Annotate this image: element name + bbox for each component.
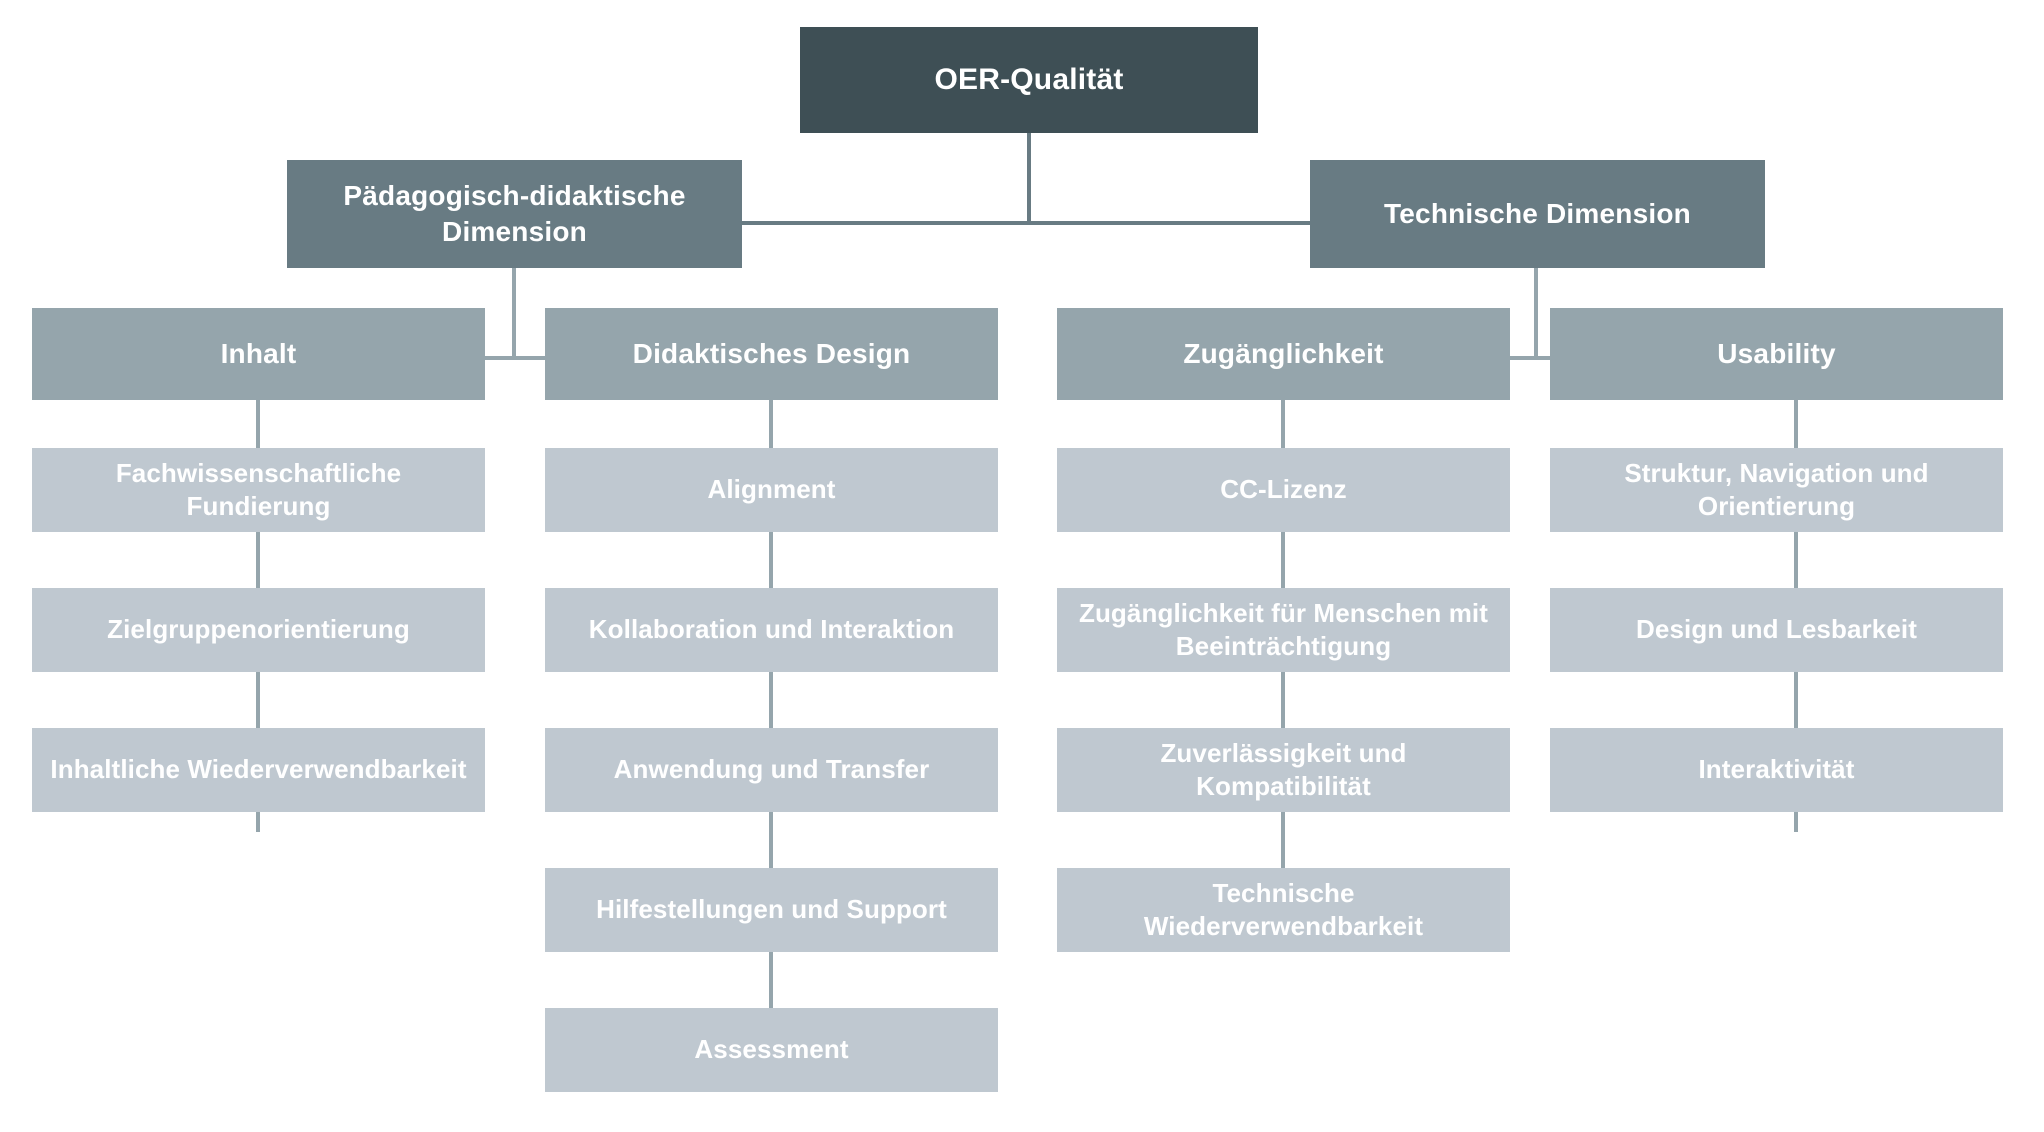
node-criterion-zugaenglichkeit-2[interactable]: Zugänglichkeit für Menschen mit Beeinträ… xyxy=(1057,588,1510,672)
node-criterion-inhalt-3[interactable]: Inhaltliche Wiederverwendbarkeit xyxy=(32,728,485,812)
connector-root-vertical xyxy=(1027,133,1031,223)
node-category-inhalt[interactable]: Inhalt xyxy=(32,308,485,400)
node-criterion-didaktisches-design-2[interactable]: Kollaboration und Interaktion xyxy=(545,588,998,672)
connector-dim1-bus xyxy=(485,356,545,360)
node-criterion-zugaenglichkeit-3[interactable]: Zuverlässigkeit und Kompatibilität xyxy=(1057,728,1510,812)
node-category-usability[interactable]: Usability xyxy=(1550,308,2003,400)
node-criterion-didaktisches-design-3[interactable]: Anwendung und Transfer xyxy=(545,728,998,812)
node-criterion-usability-3[interactable]: Interaktivität xyxy=(1550,728,2003,812)
node-criterion-inhalt-1[interactable]: Fachwissenschaftliche Fundierung xyxy=(32,448,485,532)
node-criterion-didaktisches-design-1[interactable]: Alignment xyxy=(545,448,998,532)
node-criterion-didaktisches-design-4[interactable]: Hilfestellungen und Support xyxy=(545,868,998,952)
node-criterion-inhalt-2[interactable]: Zielgruppenorientierung xyxy=(32,588,485,672)
node-category-zugaenglichkeit[interactable]: Zugänglichkeit xyxy=(1057,308,1510,400)
connector-dim1-vertical xyxy=(512,268,516,360)
node-dimension-technisch[interactable]: Technische Dimension xyxy=(1310,160,1765,268)
connector-dim2-bus xyxy=(1510,356,1552,360)
node-criterion-usability-2[interactable]: Design und Lesbarkeit xyxy=(1550,588,2003,672)
connector-dim2-vertical xyxy=(1534,268,1538,360)
connector-dimension-bus xyxy=(742,221,1312,225)
node-root-oer-qualitaet[interactable]: OER-Qualität xyxy=(800,27,1258,133)
node-criterion-didaktisches-design-5[interactable]: Assessment xyxy=(545,1008,998,1092)
node-category-didaktisches-design[interactable]: Didaktisches Design xyxy=(545,308,998,400)
node-dimension-paedagogisch-didaktisch[interactable]: Pädagogisch-didaktische Dimension xyxy=(287,160,742,268)
connector-column-2-spine xyxy=(769,400,773,1048)
node-criterion-usability-1[interactable]: Struktur, Navigation und Orientierung xyxy=(1550,448,2003,532)
node-criterion-zugaenglichkeit-4[interactable]: Technische Wiederverwendbarkeit xyxy=(1057,868,1510,952)
node-criterion-zugaenglichkeit-1[interactable]: CC-Lizenz xyxy=(1057,448,1510,532)
